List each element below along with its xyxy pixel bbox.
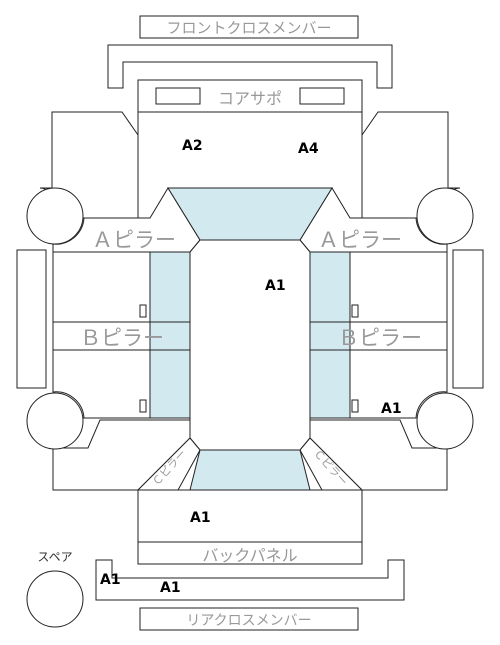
right-rear-quarter [309, 419, 448, 491]
right-rear-wheel [416, 392, 474, 450]
rear-window [189, 449, 311, 491]
front-cross-member-label: フロントクロスメンバー [166, 19, 331, 37]
right-a-pillar-label: Ａピラー [318, 228, 402, 252]
back-panel: バックパネル [137, 541, 363, 565]
left-headlight-box [155, 87, 201, 105]
core-support-label: コアサポ [218, 89, 282, 108]
left-b-pillar-label: Ｂピラー [80, 326, 164, 350]
damage-code-right-rear-wheel: A1 [381, 401, 402, 417]
spare-label: スペア [37, 550, 72, 564]
left-front-wheel [26, 187, 84, 245]
right-front-door-handle [351, 304, 359, 318]
damage-code-roof: A1 [265, 278, 286, 294]
rear-cross-member: リアクロスメンバー [139, 607, 359, 631]
right-c-pillar: Ｃピラー [299, 437, 364, 491]
right-side-sill [452, 249, 484, 389]
right-b-pillar-label: Ｂピラー [338, 326, 422, 350]
left-rear-door-handle [139, 399, 147, 413]
left-a-pillar-label: Ａピラー [92, 228, 176, 252]
damage-code-rear-member-mid: A1 [160, 580, 181, 596]
right-rear-door-handle [351, 399, 359, 413]
front-cross-member: フロントクロスメンバー [139, 15, 359, 39]
left-front-door-handle [139, 304, 147, 318]
right-headlight-box [299, 87, 345, 105]
damage-code-core-right: A4 [298, 141, 319, 157]
rear-cross-member-label: リアクロスメンバー [186, 613, 311, 629]
rear-bumper-outline [95, 559, 405, 601]
left-rear-wheel [26, 392, 84, 450]
spare-tire: スペア [26, 550, 84, 628]
left-rear-quarter [52, 419, 191, 491]
damage-code-rear-member-left: A1 [100, 572, 121, 588]
front-bumper-outline [107, 44, 393, 89]
roof [189, 239, 311, 451]
core-support: コアサポ [137, 79, 363, 113]
trunk-lid [137, 489, 363, 543]
left-side-window [149, 251, 191, 419]
left-side-sill [16, 249, 47, 389]
damage-code-core-left: A2 [182, 138, 203, 154]
right-side-window [309, 251, 351, 419]
right-front-wheel [416, 187, 474, 245]
back-panel-label: バックパネル [202, 546, 297, 565]
damage-code-trunk: A1 [190, 510, 211, 526]
